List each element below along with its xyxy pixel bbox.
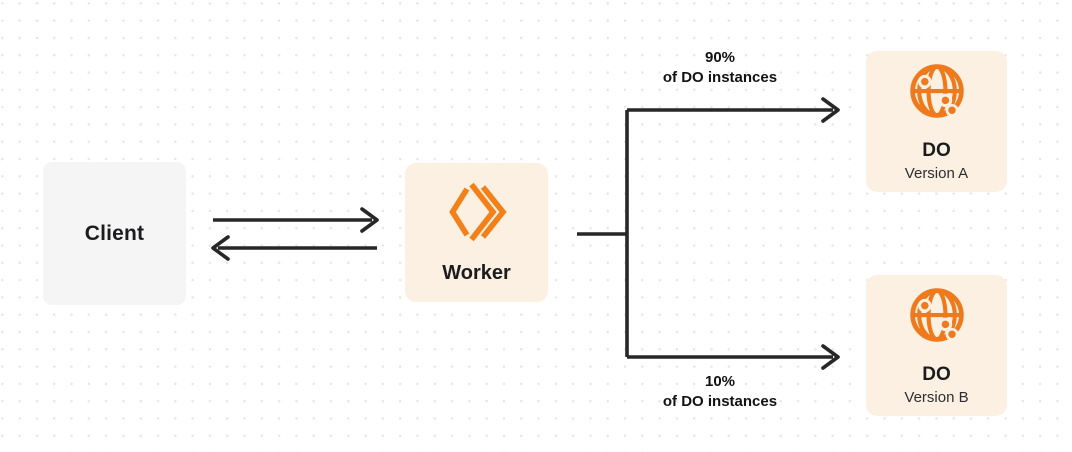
do-version-a-node: DO Version A: [866, 51, 1007, 192]
workers-logo-icon: [448, 182, 507, 242]
branch-arrow-version-a: [627, 97, 840, 123]
bottom-branch-label: 10% of DO instances: [610, 372, 830, 412]
bottom-branch-caption: of DO instances: [662, 393, 778, 410]
worker-node: Worker: [405, 163, 548, 302]
do-b-subtitle: Version B: [904, 388, 969, 406]
branch-arrow-version-b: [627, 344, 840, 370]
do-a-title: DO: [922, 140, 951, 162]
top-branch-percent: 90%: [704, 49, 736, 66]
do-version-b-node: DO Version B: [866, 275, 1007, 416]
client-node: Client: [43, 162, 186, 305]
globe-icon: [909, 64, 964, 118]
worker-branch-connector: [577, 110, 629, 357]
do-b-title: DO: [922, 364, 951, 386]
top-branch-label: 90% of DO instances: [610, 48, 830, 88]
client-worker-response-arrow: [211, 235, 377, 261]
client-label: Client: [84, 221, 145, 245]
globe-icon: [909, 288, 964, 342]
top-branch-caption: of DO instances: [662, 69, 778, 86]
do-a-subtitle: Version A: [904, 164, 969, 182]
bottom-branch-percent: 10%: [704, 373, 736, 390]
client-worker-request-arrow: [213, 207, 379, 233]
worker-label: Worker: [442, 262, 511, 284]
